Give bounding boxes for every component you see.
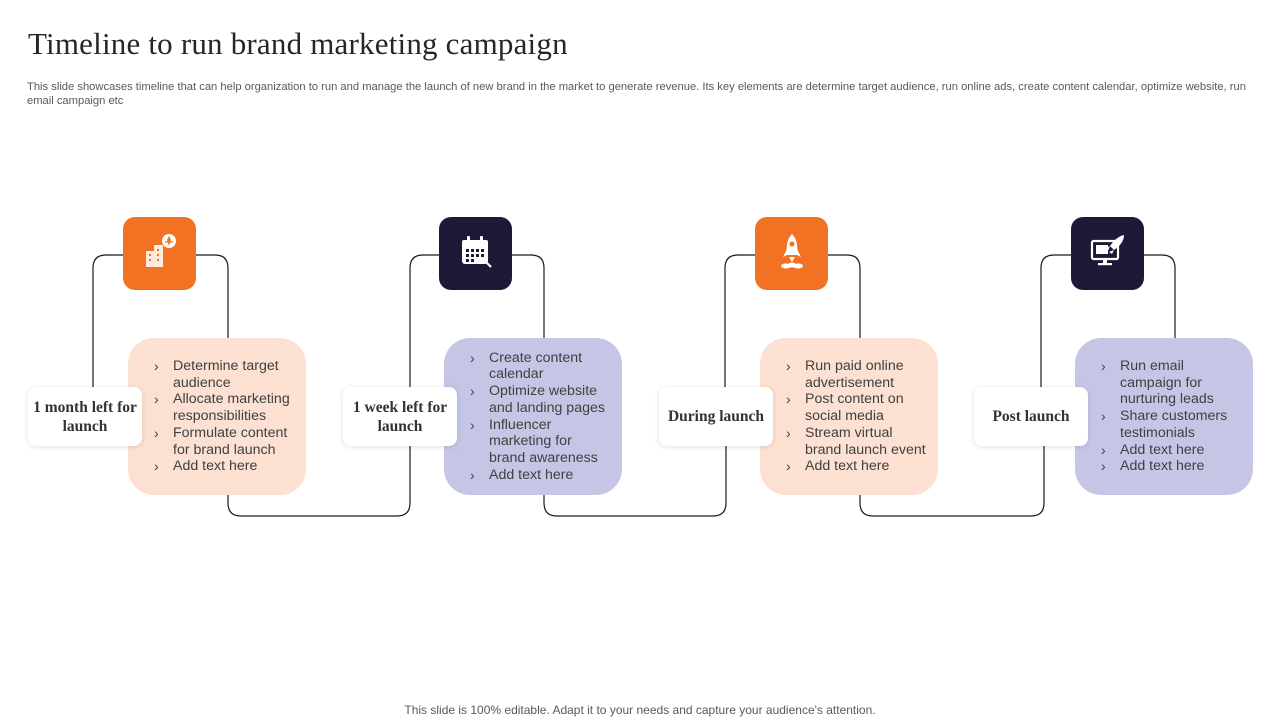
rocket-icon: [774, 231, 810, 276]
stage-2-label: 1 week left for launch: [343, 387, 457, 446]
list-item: Add text here: [1101, 442, 1243, 459]
list-item: Share customers testimonials: [1101, 408, 1243, 441]
stage-1-content-box: Determine target audience Allocate marke…: [128, 338, 306, 495]
monitor-rocket-icon: [1088, 232, 1128, 275]
building-launch-icon: [140, 231, 180, 276]
stage-3-bullet-list: Run paid online advertisement Post conte…: [786, 358, 928, 475]
list-item: Post content on social media: [786, 391, 928, 424]
list-item: Influencer marketing for brand awareness: [470, 417, 612, 467]
stage-3-label: During launch: [659, 387, 773, 446]
list-item: Optimize website and landing pages: [470, 383, 612, 416]
footer-note: This slide is 100% editable. Adapt it to…: [404, 703, 876, 717]
stage-2-bullet-list: Create content calendar Optimize website…: [470, 350, 612, 484]
list-item: Add text here: [786, 458, 928, 475]
stage-4-content-box: Run email campaign for nurturing leads S…: [1075, 338, 1253, 495]
list-item: Create content calendar: [470, 350, 612, 383]
list-item: Stream virtual brand launch event: [786, 425, 928, 458]
stage-1-icon-box: [123, 217, 196, 290]
stage-1-bullet-list: Determine target audience Allocate marke…: [154, 358, 296, 475]
list-item: Formulate content for brand launch: [154, 425, 296, 458]
list-item: Add text here: [470, 467, 612, 484]
stage-2-icon-box: [439, 217, 512, 290]
calendar-icon: [457, 232, 495, 275]
stage-3-content-box: Run paid online advertisement Post conte…: [760, 338, 938, 495]
list-item: Run paid online advertisement: [786, 358, 928, 391]
page-title: Timeline to run brand marketing campaign: [28, 26, 568, 61]
stage-4-bullet-list: Run email campaign for nurturing leads S…: [1101, 358, 1243, 475]
stage-2-content-box: Create content calendar Optimize website…: [444, 338, 622, 495]
list-item: Determine target audience: [154, 358, 296, 391]
list-item: Add text here: [1101, 458, 1243, 475]
list-item: Add text here: [154, 458, 296, 475]
stage-4-label: Post launch: [974, 387, 1088, 446]
stage-3-icon-box: [755, 217, 828, 290]
list-item: Allocate marketing responsibilities: [154, 391, 296, 424]
stage-1-label: 1 month left for launch: [28, 387, 142, 446]
page-subtitle: This slide showcases timeline that can h…: [27, 81, 1246, 107]
stage-4-icon-box: [1071, 217, 1144, 290]
list-item: Run email campaign for nurturing leads: [1101, 358, 1243, 408]
